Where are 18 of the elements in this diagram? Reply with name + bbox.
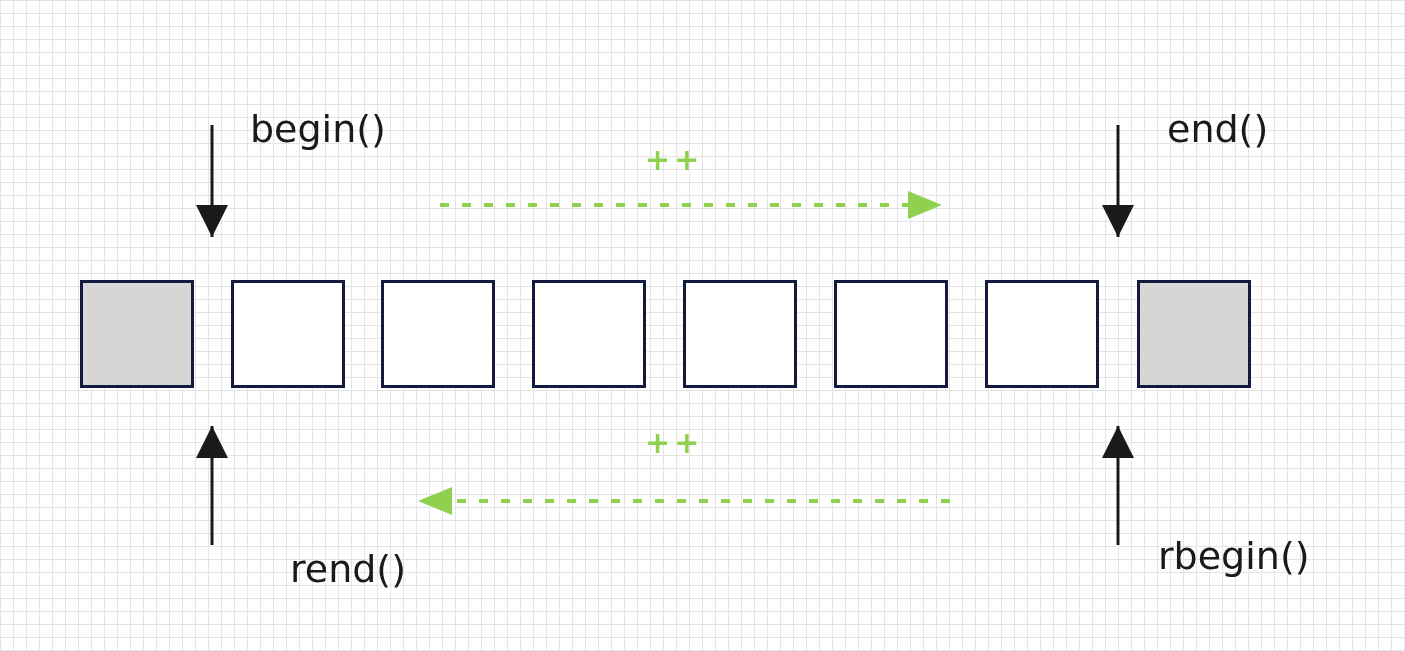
element-box	[381, 280, 495, 388]
increment-label: ++	[645, 145, 704, 175]
sentinel-box	[1137, 280, 1251, 388]
element-box	[985, 280, 1099, 388]
pointer-arrow	[1102, 125, 1134, 237]
pointer-arrow	[196, 426, 228, 545]
iterator-label: end()	[1167, 110, 1269, 148]
sentinel-box	[80, 280, 194, 388]
pointer-arrow	[196, 125, 228, 237]
increment-label: ++	[645, 428, 704, 458]
iterator-label: rbegin()	[1158, 537, 1310, 575]
element-box	[532, 280, 646, 388]
iterator-label: begin()	[250, 110, 386, 148]
element-box	[231, 280, 345, 388]
iterator-label: rend()	[290, 550, 407, 588]
element-box	[834, 280, 948, 388]
pointer-arrow	[1102, 426, 1134, 545]
element-box	[683, 280, 797, 388]
